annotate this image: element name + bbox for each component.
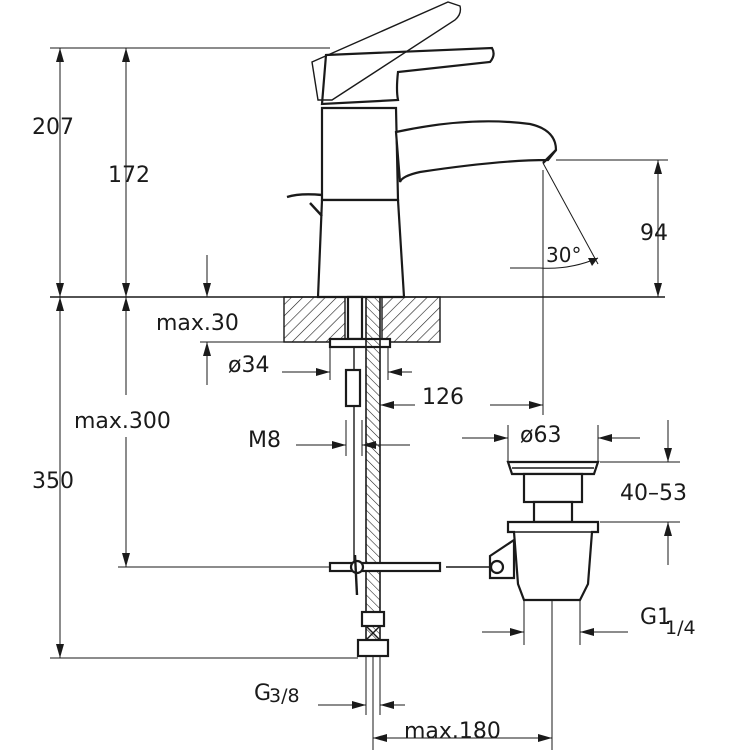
supply-hose: [356, 296, 390, 658]
handle-lever-raised-outline: [311, 1, 462, 101]
label-waste-height: 40–53: [620, 481, 687, 506]
label-waste-thread: G1 1/4: [640, 605, 696, 639]
dim-deck-thickness: [200, 255, 290, 385]
label-spout-height: 172: [108, 163, 150, 188]
spout: [394, 120, 558, 183]
dim-spout-angle: [510, 162, 599, 269]
dim-supply-thread: [318, 656, 405, 715]
popup-rod: [286, 193, 323, 217]
dim-waste-height: [600, 420, 680, 565]
label-below-deck: 350: [32, 469, 74, 494]
label-waste-thread-fraction: 1/4: [665, 617, 696, 639]
label-deck-thickness: max.30: [156, 311, 239, 336]
dim-total-height: [50, 47, 330, 297]
label-supply-thread-main: G: [254, 681, 271, 706]
dim-spout-reach: [380, 170, 544, 415]
label-hose-length: max.300: [74, 409, 171, 434]
dim-waste-diameter: [462, 425, 640, 462]
label-waste-diameter: ø63: [520, 423, 561, 448]
label-supply-thread: G 3/8: [254, 681, 300, 707]
label-hole-diameter: ø34: [228, 353, 269, 378]
faucet-body: [316, 106, 406, 299]
dim-below-deck: [50, 297, 358, 659]
label-stud-thread: M8: [248, 428, 281, 453]
label-total-height: 207: [32, 115, 74, 140]
popup-linkage: [328, 554, 490, 596]
dim-hole-diameter: [282, 348, 412, 380]
label-supply-distance: max.180: [404, 719, 501, 744]
countertop-section: [283, 296, 441, 343]
waste-assembly: [488, 460, 600, 602]
label-outlet-height: 94: [640, 221, 668, 246]
label-spout-angle: 30°: [546, 243, 581, 267]
dim-supply-distance: [372, 656, 552, 750]
dim-outlet-height: [556, 159, 668, 297]
dim-stud-thread: [296, 420, 410, 456]
handle-lever: [320, 46, 495, 106]
dim-spout-height: [122, 48, 130, 297]
dim-hose-length: [118, 297, 330, 568]
dim-waste-thread: [482, 600, 628, 750]
label-spout-reach: 126: [422, 385, 464, 410]
mounting-stud: [328, 295, 392, 565]
label-supply-thread-fraction: 3/8: [269, 685, 300, 707]
label-waste-thread-main: G1: [640, 605, 671, 630]
